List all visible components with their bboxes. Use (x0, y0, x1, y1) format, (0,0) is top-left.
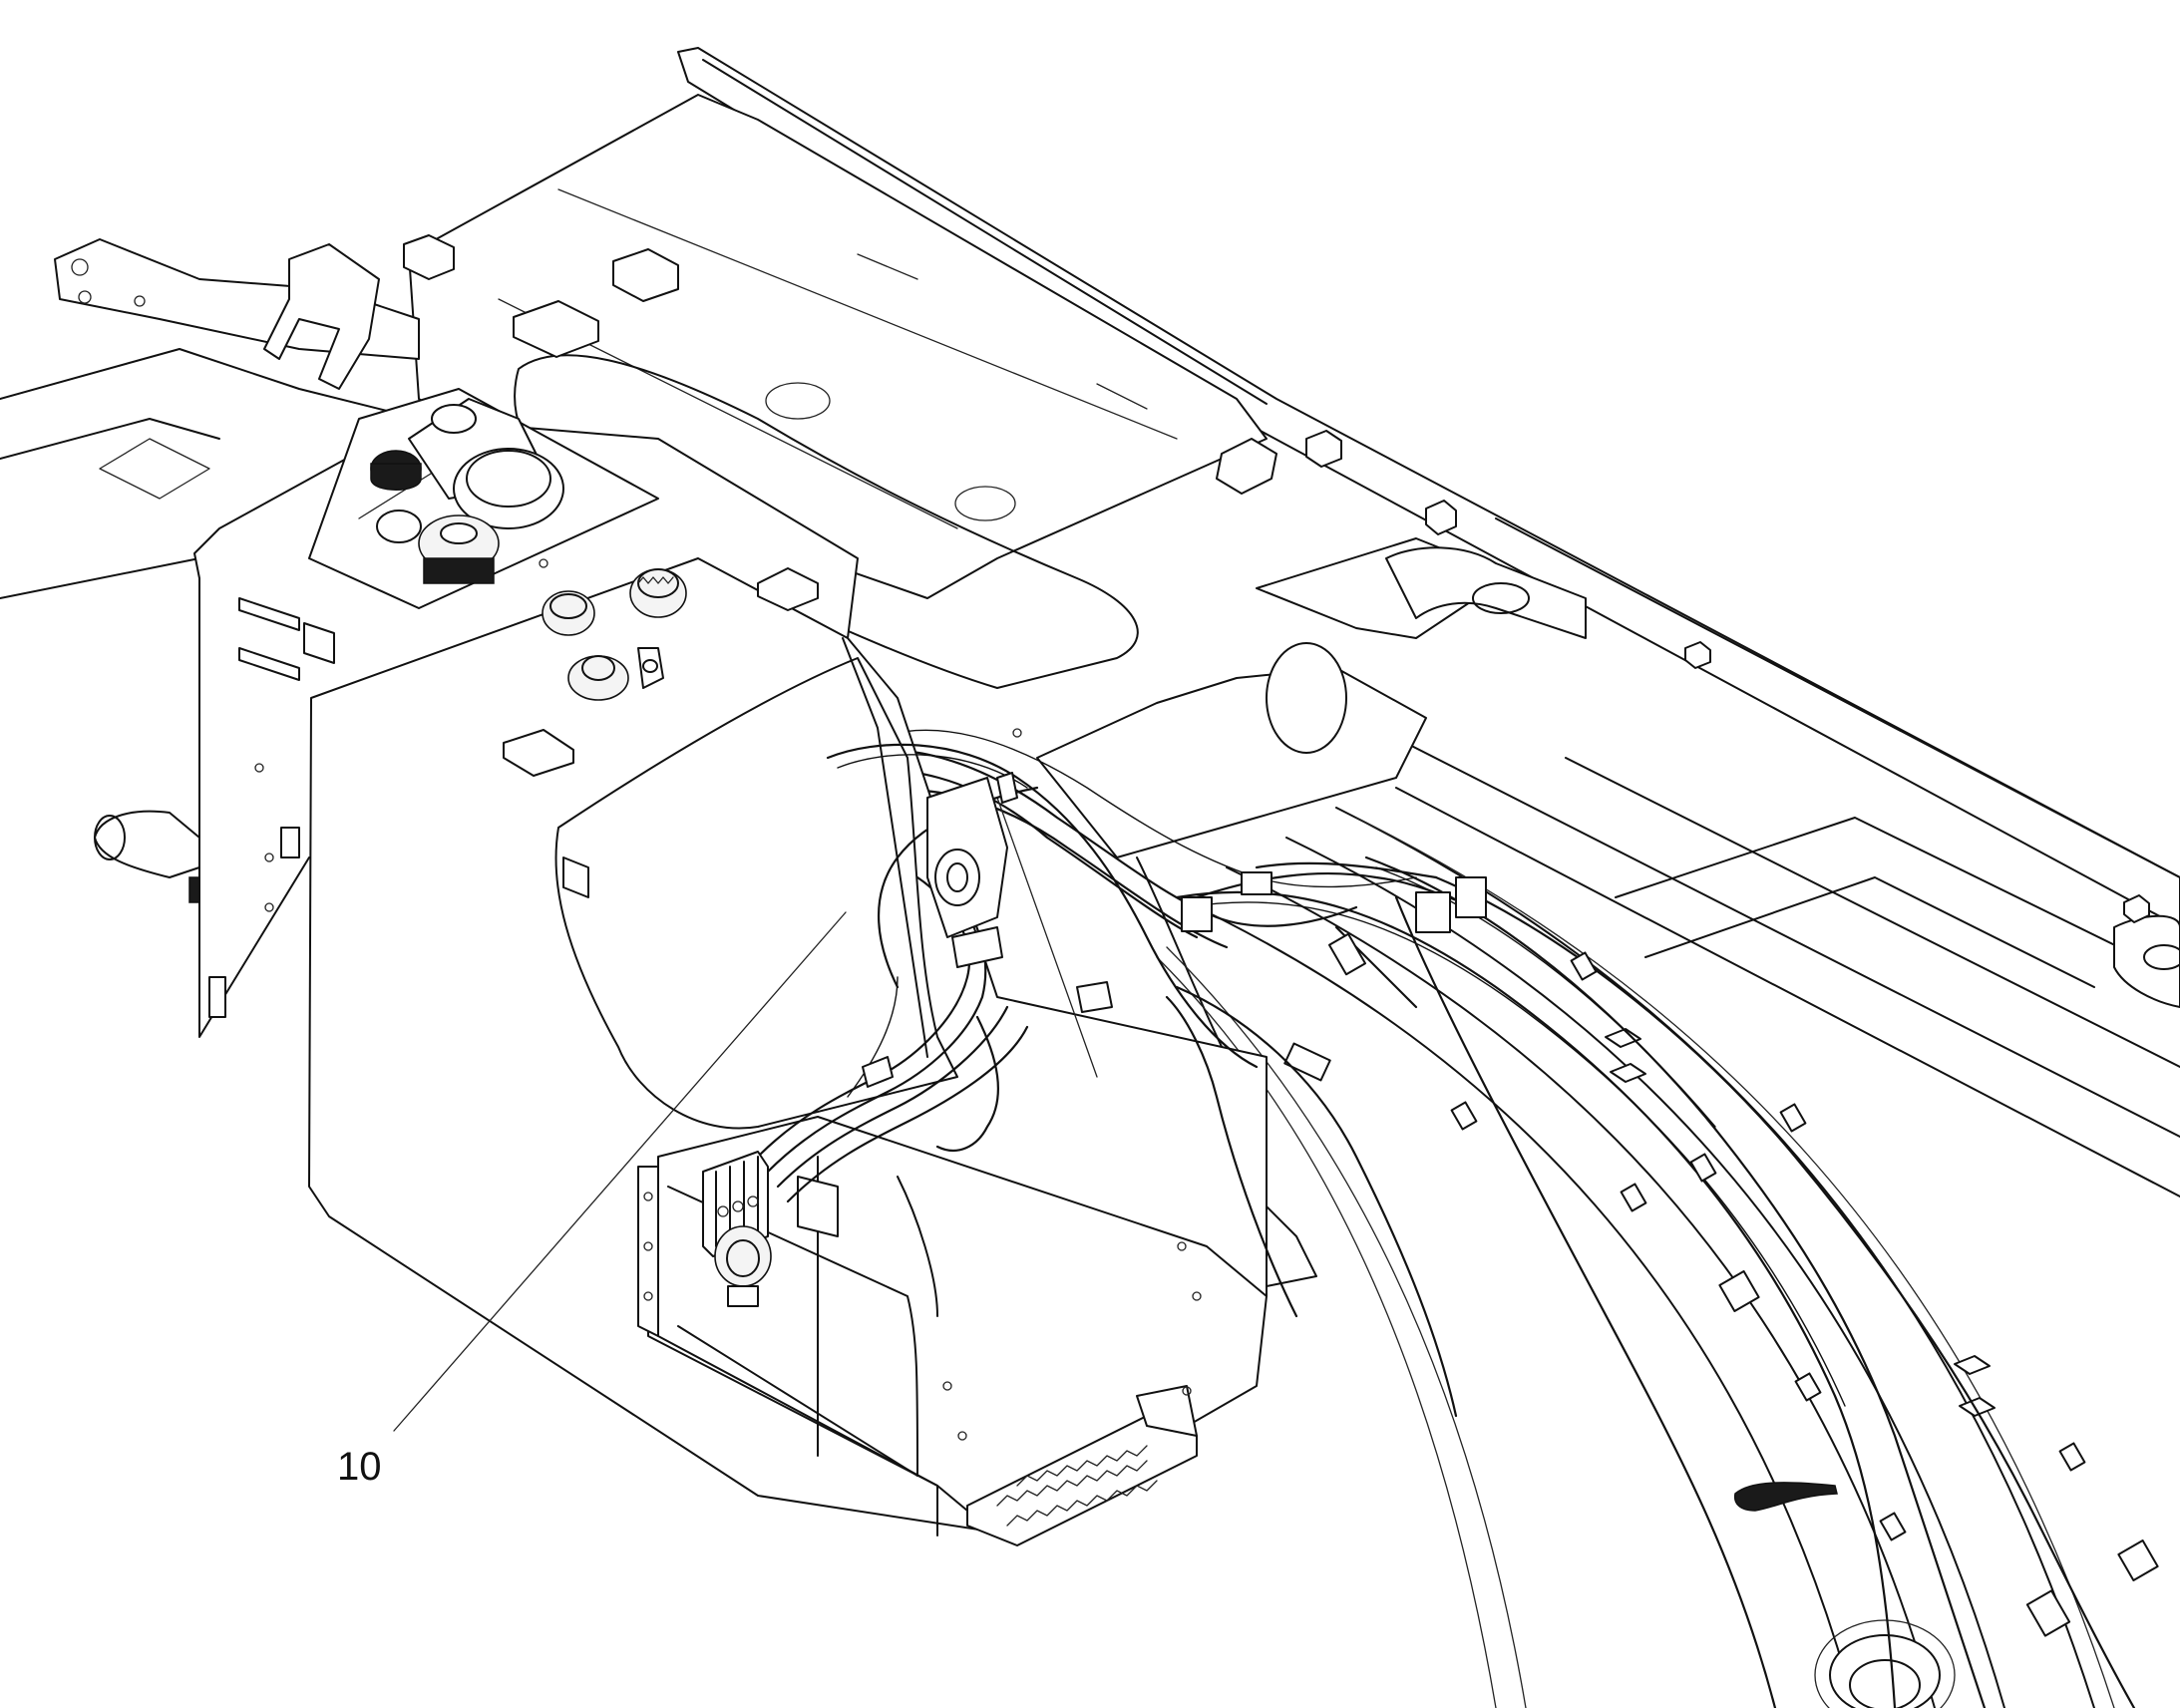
right-cross-members (1256, 517, 2180, 1197)
callout-10-label: 10 (337, 1445, 382, 1489)
callout-10-leader (393, 911, 847, 1432)
cable-harness (1175, 855, 2159, 1708)
callout-10: 10 (337, 911, 847, 1489)
swivel-joint (826, 743, 1458, 1418)
left-frame-arm (0, 238, 420, 599)
tank-assembly (94, 388, 1268, 1546)
